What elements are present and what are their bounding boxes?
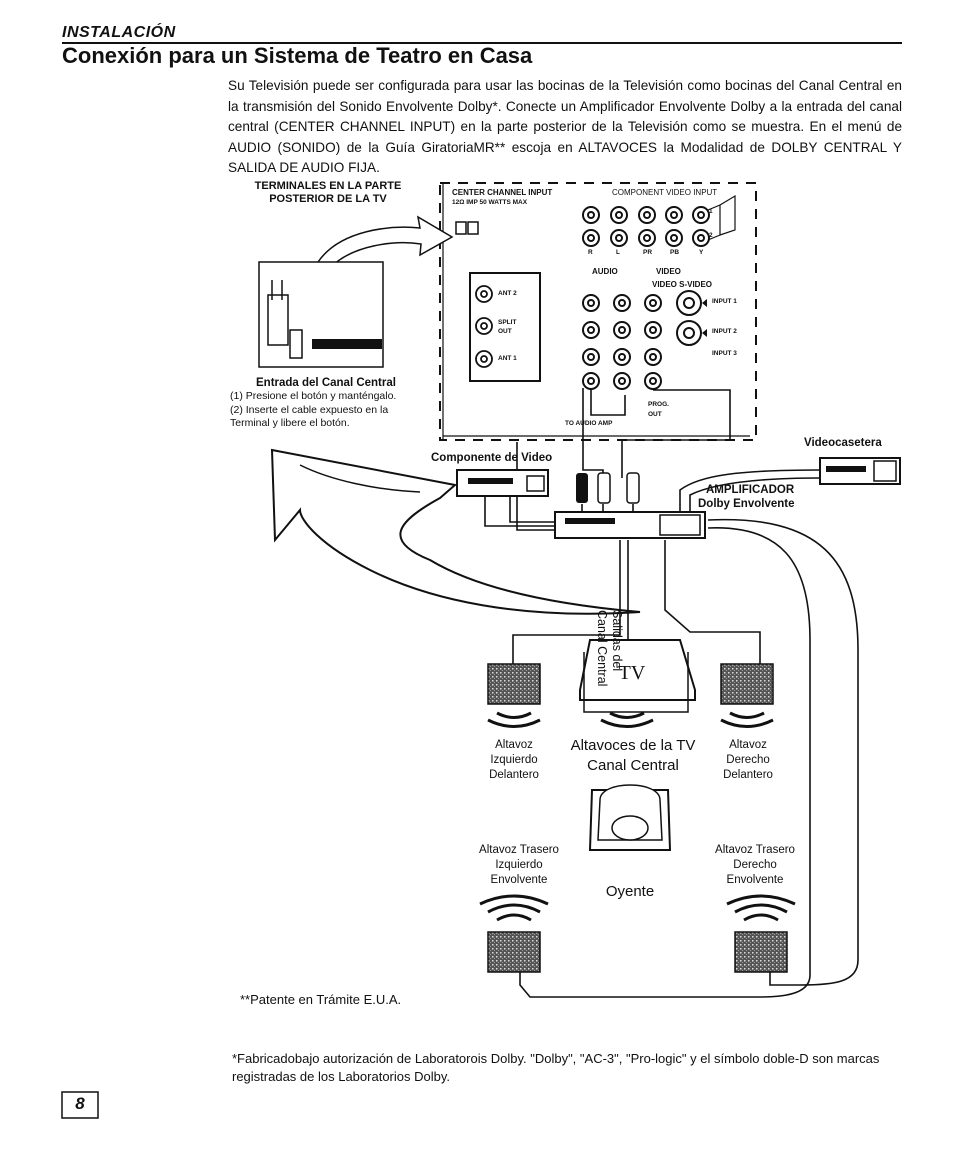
center-channel-input-label: CENTER CHANNEL INPUT (452, 188, 553, 197)
header-rule (62, 42, 902, 44)
patent-note: **Patente en Trámite E.U.A. (240, 992, 402, 1007)
left-rear-label: Altavoz Trasero Izquierdo Envolvente (479, 844, 559, 886)
jack-r-label: R (588, 249, 593, 256)
page-number: 8 (75, 1094, 85, 1113)
listener-label: Oyente (605, 883, 655, 900)
intro-paragraph: Su Televisión puede ser configurada para… (228, 78, 902, 175)
ant1-label: ANT 1 (498, 355, 517, 362)
component-jacks (582, 206, 710, 247)
input1-label: INPUT 1 (712, 298, 737, 305)
left-front-label: Altavoz Izquierdo Delantero (489, 739, 539, 781)
component-video-input-label: COMPONENT VIDEO INPUT (612, 188, 718, 197)
speaker-right-front (720, 663, 774, 705)
right-front-label: Altavoz Derecho Delantero (723, 739, 773, 781)
center-input-title: Entrada del Canal Central (256, 377, 396, 389)
vcr-label: Videocasetera (804, 437, 882, 449)
footnote: *Fabricadobajo autorización de Laborator… (232, 1051, 880, 1084)
page-number-box (61, 1091, 99, 1119)
jack-l-label: L (616, 249, 620, 256)
row-2-label: 2 (709, 232, 713, 239)
input3-label: INPUT 3 (712, 350, 737, 357)
video-label: VIDEO (656, 267, 681, 276)
ant2-label: ANT 2 (498, 290, 517, 297)
right-rear-label: Altavoz Trasero Derecho Envolvente (715, 844, 795, 886)
jack-pb-label: PB (670, 249, 680, 256)
split-out-label: SPLIT OUT (498, 319, 517, 335)
component-video-label: Componente de Video (431, 452, 553, 464)
rear-terminals-title: TERMINALES EN LA PARTE POSTERIOR DE LA T… (254, 180, 402, 205)
amplifier-sub-label: Dolby Envolvente (698, 498, 795, 510)
amplifier-device (554, 511, 706, 539)
jack-y-label: Y (699, 249, 704, 256)
jack-pr-label: PR (643, 249, 653, 256)
big-curved-arrow (270, 448, 641, 615)
tv-label: TV (618, 662, 646, 684)
tv-shape (579, 639, 696, 701)
center-step-1: (1) Presione el botón y manténgalo. (230, 390, 397, 402)
speaker-left-front (487, 663, 541, 705)
page-title: Conexión para un Sistema de Teatro en Ca… (62, 43, 533, 68)
row-1-label: 1 (709, 208, 713, 215)
input2-label: INPUT 2 (712, 328, 737, 335)
impedance-label: 12Ω IMP 50 WATTS MAX (452, 199, 528, 206)
amplifier-label: AMPLIFICADOR (706, 484, 795, 496)
pointer-arrow (316, 215, 454, 269)
antenna-box (469, 272, 541, 382)
tv-center-label: Altavoces de la TV Canal Central (570, 737, 696, 774)
input-jacks (582, 290, 702, 390)
section-label: INSTALACIÓN (62, 24, 176, 41)
terminal-picture (258, 261, 384, 368)
to-audio-amp-label: TO AUDIO AMP (565, 420, 613, 427)
center-outputs-label: Salidas del Canal Central (595, 610, 624, 687)
audio-label: AUDIO (592, 267, 618, 276)
speaker-left-rear (487, 931, 541, 973)
rear-panel-frame (439, 182, 757, 441)
prog-out-label: PROG. OUT (648, 401, 669, 418)
video-svideo-label: VIDEO S-VIDEO (652, 280, 713, 289)
speaker-right-rear (734, 931, 788, 973)
center-step-2: (2) Inserte el cable expuesto en la Term… (230, 404, 389, 429)
